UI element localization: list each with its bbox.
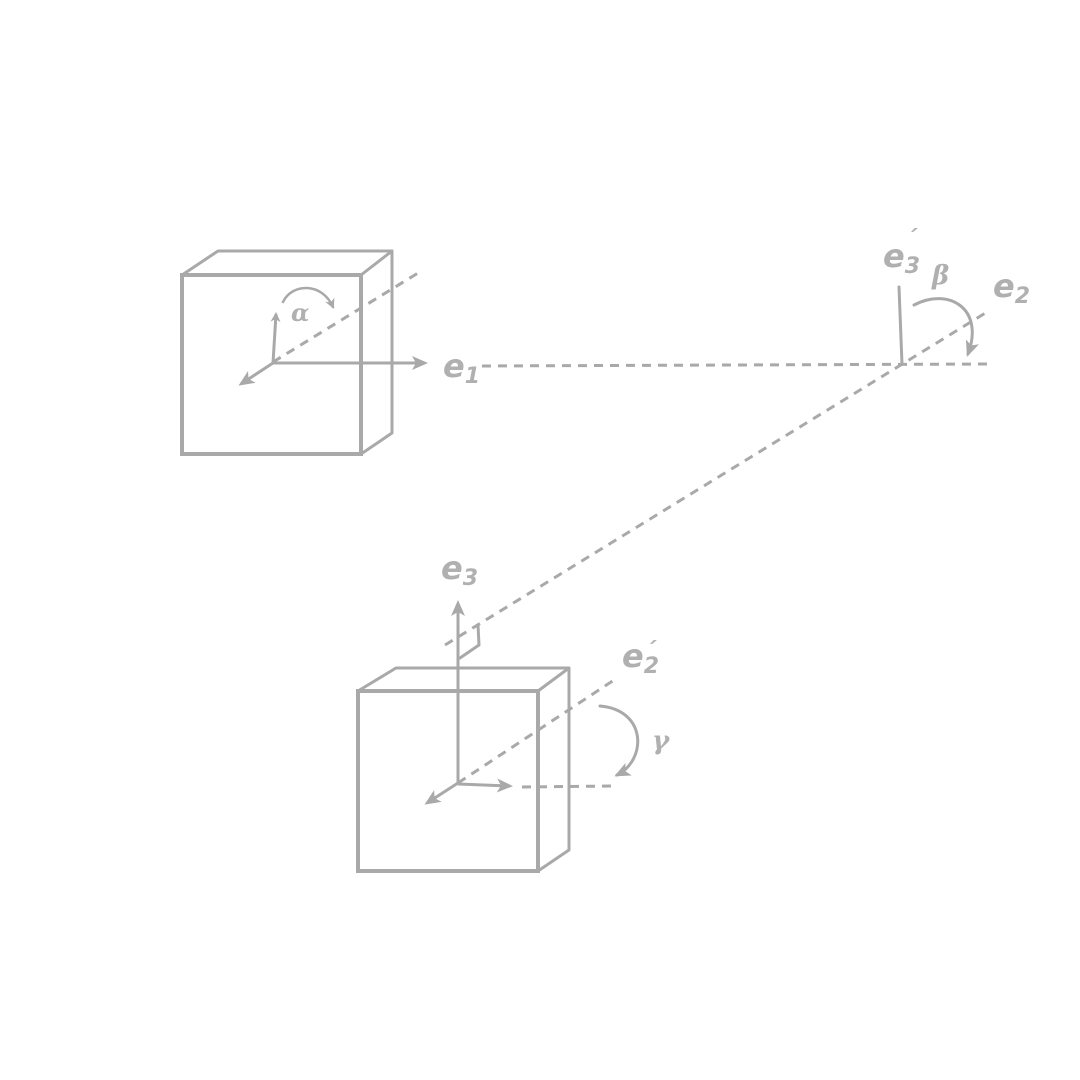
label-e3: e3 — [441, 549, 478, 591]
cube-top-face — [356, 666, 571, 693]
beta-rotation-arrow — [912, 297, 980, 357]
label-e3-prime-sub: 3 — [905, 254, 920, 279]
labels: e1 e2 e3 ´ e3 e2 ´ α β γ — [291, 227, 1030, 756]
alpha-rotation-arrow — [281, 286, 335, 309]
right-angle-marker — [458, 623, 481, 660]
label-e2-prime-sub: 2 — [644, 654, 659, 679]
depth-axis-arrow — [238, 361, 274, 386]
cube-side-face — [359, 249, 394, 456]
angle-beta: β — [931, 261, 949, 291]
label-e2-prime-mark: ´ — [645, 639, 657, 664]
label-e2-prime: e2 — [622, 637, 659, 679]
angle-alpha: α — [291, 298, 309, 327]
cube-side-face — [536, 666, 571, 873]
right-intersection — [897, 285, 980, 366]
e3-prime-axis — [897, 285, 904, 366]
depth-axis-arrow — [424, 781, 459, 805]
e1-dashed-line — [481, 362, 989, 368]
label-e2-base: e — [993, 267, 1015, 305]
label-e2-sub: 2 — [1015, 284, 1030, 309]
e2-dashed-line-top — [272, 271, 419, 364]
angle-gamma: γ — [652, 726, 671, 756]
label-e3-sub: 3 — [463, 566, 478, 591]
label-e2: e2 — [993, 267, 1030, 309]
cube-top-face — [180, 249, 394, 277]
label-e2-prime-base: e — [622, 637, 644, 675]
label-e1: e1 — [443, 347, 480, 389]
label-e3-prime-base: e — [883, 237, 905, 275]
label-e3-base: e — [441, 549, 463, 587]
label-e1-base: e — [443, 347, 465, 385]
gamma-rotation-arrow — [598, 704, 640, 777]
cube-front-face — [356, 689, 540, 873]
bottom-axes — [424, 600, 640, 805]
e2-dashed-diagonal — [444, 310, 988, 647]
short-axis-arrow — [457, 778, 513, 793]
label-e3-prime-mark: ´ — [906, 227, 918, 252]
bottom-cube — [356, 666, 571, 873]
connector-lines — [444, 310, 989, 647]
vertical-axis-arrow — [270, 312, 281, 364]
top-left-axes — [238, 271, 428, 386]
label-e1-sub: 1 — [465, 364, 480, 389]
label-e3-prime: e3 — [883, 237, 920, 279]
